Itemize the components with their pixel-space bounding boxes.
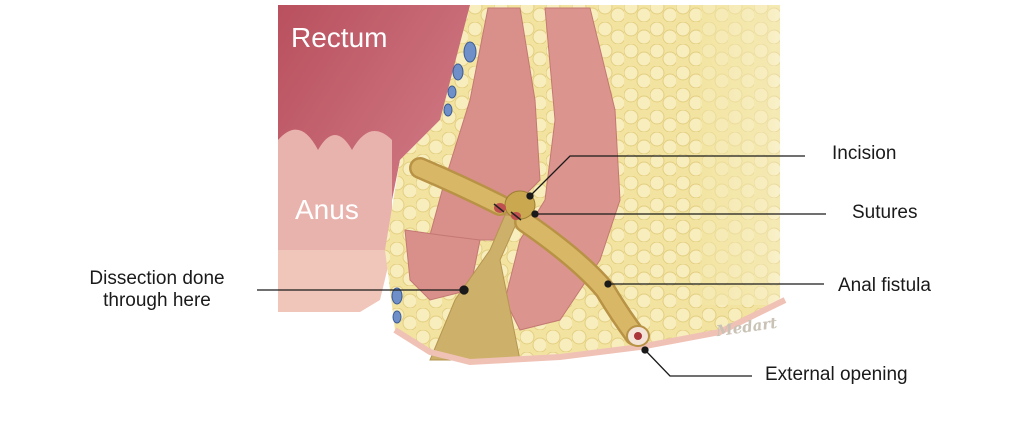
dissection-label: Dissection done through here — [89, 268, 225, 311]
leader-external — [644, 349, 752, 377]
sutures-label: Sutures — [852, 202, 918, 223]
rectum-label: Rectum — [291, 22, 388, 53]
anal-skin — [278, 250, 392, 312]
anal-fistula-label: Anal fistula — [838, 275, 931, 296]
leader-incision — [529, 155, 805, 197]
anus-label: Anus — [295, 194, 359, 225]
external-opening-label: External opening — [765, 364, 908, 385]
incision-label: Incision — [832, 143, 897, 164]
sutures-marks — [493, 203, 522, 221]
rectal-folds — [278, 129, 392, 250]
leader-lines — [257, 155, 826, 377]
external-sphincter — [504, 7, 621, 331]
skin-edge — [393, 297, 787, 366]
veins — [391, 41, 477, 324]
